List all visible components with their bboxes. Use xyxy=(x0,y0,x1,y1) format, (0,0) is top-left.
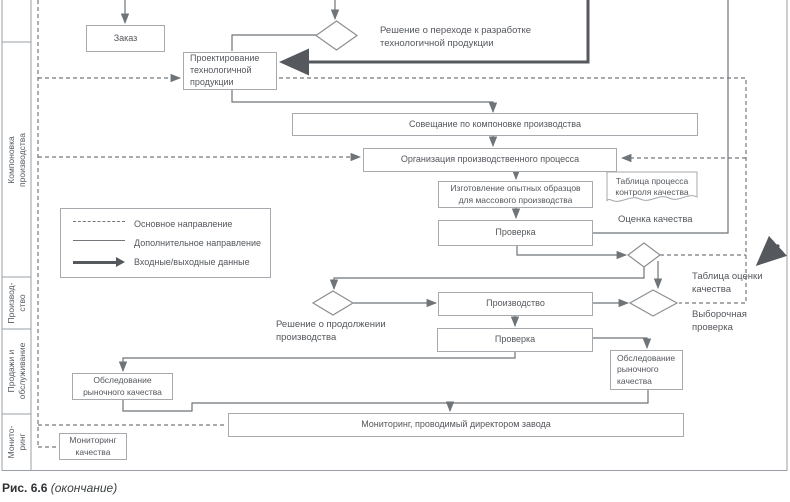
node-director-monitoring: Мониторинг, проводимый директором завода xyxy=(228,413,684,437)
legend-label: Дополнительное направление xyxy=(134,238,261,248)
sidebar-row-monitoring: Монито- ринг xyxy=(5,425,27,459)
label-transition-decision: Решение о переходе к разработке технолог… xyxy=(380,25,532,50)
label-evaluation-table: Таблица оценки качества xyxy=(692,271,763,296)
node-check-1: Проверка xyxy=(438,220,593,246)
diamond-transition-decision xyxy=(314,20,359,51)
diamond-continue-decision xyxy=(311,290,355,316)
label-quality-evaluation: Оценка качества xyxy=(618,214,693,225)
thick-arrow-tip xyxy=(116,257,125,267)
node-order: Заказ xyxy=(86,25,165,52)
node-control-table-doc: Таблица процесса контроля качества xyxy=(615,176,689,198)
thick-io-arrows xyxy=(279,0,788,267)
label-sampling-check: Выборочная проверка xyxy=(692,309,747,334)
diagram-frame xyxy=(1,0,788,471)
node-quality-monitoring: Мониторинг качества xyxy=(59,433,127,460)
node-market-survey-right: Обследование рыночного качества xyxy=(610,350,683,390)
node-market-survey-left: Обследование рыночного качества xyxy=(72,373,173,400)
node-org-process: Организация производственного процесса xyxy=(363,148,617,172)
node-prototypes: Изготовление опытных образцов для массов… xyxy=(438,181,593,208)
legend-label: Основное направление xyxy=(134,219,233,229)
dashed-main-direction-lines xyxy=(37,0,747,448)
decision-diamonds xyxy=(311,20,679,317)
sidebar-row-sales-service: Продажи и обслуживание xyxy=(5,342,27,400)
figure-number: Рис. 6.6 xyxy=(2,481,48,495)
label-continue-decision: Решение о продолжении производства xyxy=(276,319,386,344)
solid-line-sample xyxy=(73,240,125,250)
node-design: Проектирование технологичной продукции xyxy=(183,52,277,90)
thick-arrow-bar xyxy=(73,260,117,264)
legend-item-additional-direction: Дополнительное направление xyxy=(73,237,270,250)
diamond-sampling-check xyxy=(628,289,679,317)
thick-arrow-sample xyxy=(73,257,125,267)
legend-box: Основное направление Дополнительное напр… xyxy=(60,208,271,278)
node-check-2: Проверка xyxy=(437,328,593,352)
document-shape-control-table xyxy=(606,171,698,202)
legend-item-main-direction: Основное направление xyxy=(73,218,270,231)
legend-item-io-data: Входные/выходные данные xyxy=(73,256,270,269)
node-layout-meeting: Совещание по компоновке производства xyxy=(292,113,698,136)
legend-label: Входные/выходные данные xyxy=(134,257,250,267)
figure-caption: Рис. 6.6 (окончание) xyxy=(2,481,117,495)
diamond-quality-evaluation xyxy=(627,242,661,268)
dashed-line-sample xyxy=(73,221,125,231)
solid-connector-lines xyxy=(118,0,729,413)
node-production: Производство xyxy=(438,292,593,316)
figure-note: (окончание) xyxy=(50,481,118,495)
sidebar-row-production: Производ- ство xyxy=(5,282,27,324)
sidebar-row-layout: Компоновка производства xyxy=(5,133,27,187)
